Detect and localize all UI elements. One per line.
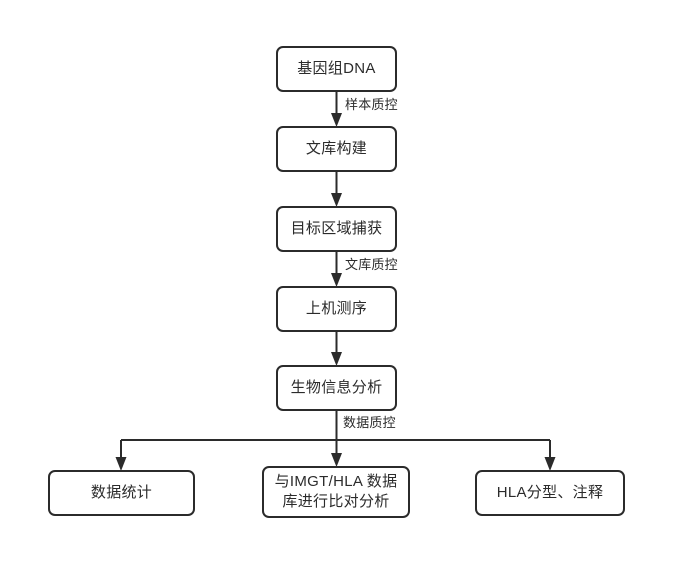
- node-target-region-capture[interactable]: 目标区域捕获: [276, 206, 397, 252]
- node-sequencing[interactable]: 上机测序: [276, 286, 397, 332]
- node-library-construction[interactable]: 文库构建: [276, 126, 397, 172]
- edge-label-library-qc-text: 文库质控: [345, 257, 398, 272]
- edge-label-library-qc: 文库质控: [345, 257, 398, 273]
- node-library-construction-label: 文库构建: [305, 140, 368, 157]
- node-imgt-hla-comparison[interactable]: 与IMGT/HLA 数据 库进行比对分析: [262, 466, 410, 518]
- edge-label-sample-qc-text: 样本质控: [345, 97, 398, 112]
- edge-label-data-qc: 数据质控: [343, 415, 396, 431]
- edge-label-data-qc-text: 数据质控: [343, 415, 396, 430]
- connector-sequencing-to-bioinformatics: [331, 332, 342, 366]
- connector-bioinformatics-to-bus: [121, 411, 550, 441]
- edge-label-sample-qc: 样本质控: [345, 97, 398, 113]
- connector-capture-to-sequencing: [331, 252, 342, 287]
- node-hla-typing-annotation[interactable]: HLA分型、注释: [475, 470, 625, 516]
- connector-bus-to-hla-typing: [544, 440, 556, 471]
- connector-bus-to-imgt-comparison: [331, 440, 342, 467]
- connector-bus-to-data-statistics: [115, 440, 127, 471]
- node-hla-typing-annotation-label: HLA分型、注释: [496, 484, 604, 501]
- node-genomic-dna[interactable]: 基因组DNA: [276, 46, 397, 92]
- node-data-statistics[interactable]: 数据统计: [48, 470, 195, 516]
- node-imgt-hla-comparison-label: 与IMGT/HLA 数据 库进行比对分析: [274, 473, 398, 510]
- node-bioinformatics-analysis-label: 生物信息分析: [290, 379, 383, 396]
- node-data-statistics-label: 数据统计: [90, 484, 153, 501]
- node-sequencing-label: 上机测序: [305, 300, 368, 317]
- connector-genomic-dna-to-library: [331, 92, 342, 127]
- node-genomic-dna-label: 基因组DNA: [297, 60, 376, 77]
- node-bioinformatics-analysis[interactable]: 生物信息分析: [276, 365, 397, 411]
- connector-library-to-capture: [331, 172, 342, 207]
- node-target-region-capture-label: 目标区域捕获: [290, 220, 383, 237]
